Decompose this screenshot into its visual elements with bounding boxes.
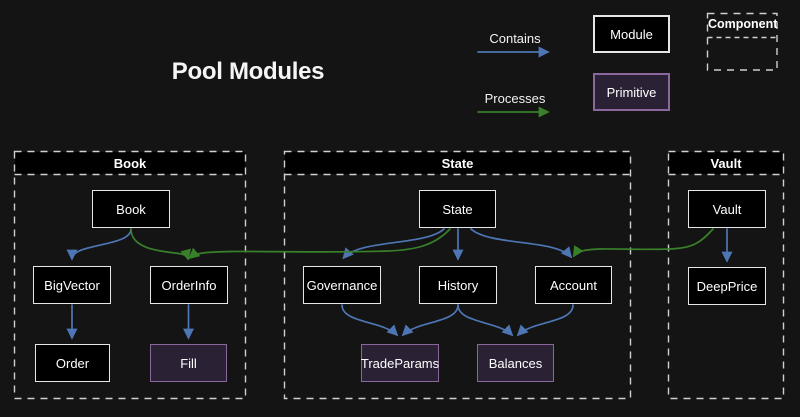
edge-state-processes-orderinfo	[190, 229, 451, 258]
edge-book-processes-orderinfo	[131, 229, 188, 259]
container-vault-header: Vault	[669, 152, 783, 174]
node-balances: Balances	[477, 344, 554, 382]
node-orderinfo: OrderInfo	[150, 266, 228, 304]
legend-module-box: Module	[593, 15, 670, 53]
legend-contains-label: Contains	[477, 31, 553, 46]
container-vault-title: Vault	[710, 156, 741, 171]
node-fill: Fill	[150, 344, 227, 382]
edge-governance-contains-tradeparams	[342, 305, 397, 335]
legend-primitive-box: Primitive	[593, 73, 670, 111]
legend-processes-label: Processes	[477, 91, 553, 106]
legend-component-label: Component	[708, 17, 777, 31]
edge-book-contains-bigvector	[72, 229, 131, 259]
node-book: Book	[92, 190, 170, 228]
node-deepprice: DeepPrice	[688, 267, 766, 305]
edge-account-contains-balances	[518, 305, 573, 335]
container-book-header: Book	[15, 152, 245, 174]
container-state-header: State	[285, 152, 630, 174]
node-history: History	[419, 266, 497, 304]
node-order: Order	[35, 344, 110, 382]
edge-history-contains-balances	[458, 305, 512, 335]
node-vault: Vault	[688, 190, 766, 228]
node-account: Account	[535, 266, 612, 304]
page-title: Pool Modules	[169, 58, 327, 86]
edge-state-contains-account	[471, 229, 571, 257]
edge-history-contains-tradeparams	[403, 305, 458, 335]
container-book-title: Book	[114, 156, 147, 171]
edge-vault-processes-account	[574, 229, 713, 256]
node-governance: Governance	[303, 266, 381, 304]
edge-state-contains-governance	[344, 229, 445, 258]
container-state-title: State	[442, 156, 474, 171]
node-bigvector: BigVector	[33, 266, 111, 304]
node-state: State	[419, 190, 496, 228]
node-tradeparams: TradeParams	[361, 344, 439, 382]
